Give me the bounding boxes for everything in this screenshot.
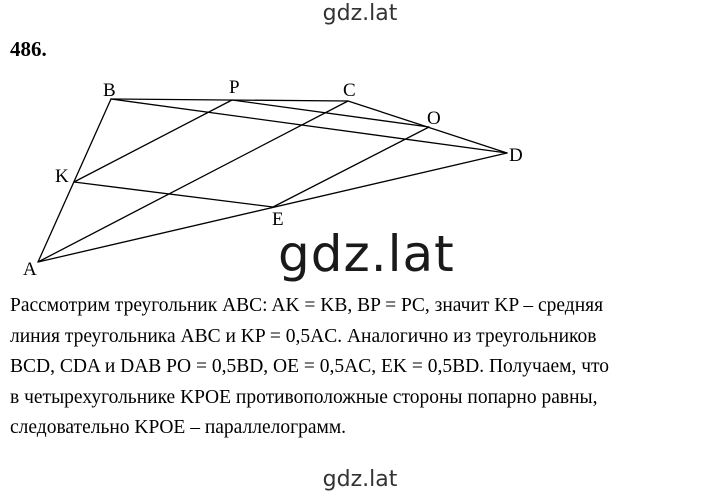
point-label-e: E — [272, 209, 284, 230]
watermark-bottom: gdz.lat — [322, 467, 398, 492]
watermark-center: gdz.lat — [278, 225, 455, 283]
point-label-d: D — [509, 145, 523, 166]
solution-line: BCD, CDA и DAB PO = 0,5BD, OE = 0,5AC, E… — [10, 356, 610, 377]
segment-kp — [73, 99, 233, 183]
point-label-c: C — [343, 80, 356, 101]
point-label-p: P — [229, 77, 240, 98]
solution-line: линия треугольника ABC и KP = 0,5AC. Ана… — [10, 325, 597, 347]
solution-text: Рассмотрим треугольник ABC: AK = KB, BP … — [10, 291, 710, 444]
segment-ab — [37, 98, 112, 263]
solution-line: Рассмотрим треугольник ABC: AK = KB, BP … — [10, 295, 604, 316]
watermark-top: gdz.lat — [322, 1, 398, 26]
segment-po — [231, 99, 430, 128]
point-label-k: K — [55, 166, 69, 187]
point-label-o: O — [427, 108, 441, 129]
solution-line: в четырехугольнике KPOE противоположные … — [10, 386, 598, 408]
problem-number: 486. — [10, 37, 47, 61]
segment-ek — [73, 181, 274, 208]
geometry-figure: A B P C O D K E — [23, 77, 523, 280]
point-label-b: B — [103, 80, 116, 101]
diagonal-bd — [110, 98, 508, 154]
diagonal-ac — [37, 100, 349, 263]
solution-line: следовательно KPOE – параллелограмм. — [10, 417, 347, 438]
point-label-a: A — [23, 259, 37, 280]
segment-bc — [110, 98, 349, 102]
segment-oe — [272, 126, 430, 208]
